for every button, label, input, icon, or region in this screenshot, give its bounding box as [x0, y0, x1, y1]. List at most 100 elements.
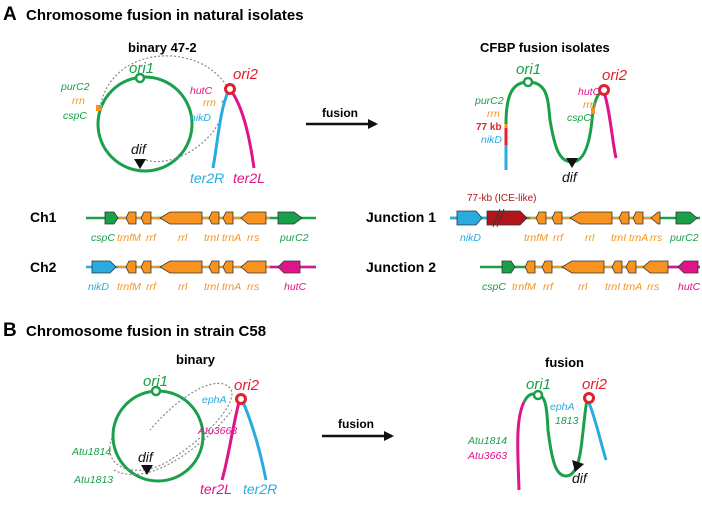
trnA-gene [632, 211, 644, 225]
gene-label-trnfM: trnfM [524, 232, 548, 244]
dotted-recombination-line [145, 99, 224, 163]
gene-label-rrl: rrl [178, 281, 188, 293]
gene-label-purC2: purC2 [669, 232, 699, 244]
gene-label-trnI: trnI [611, 232, 626, 244]
panel-a-letter: A [3, 4, 17, 25]
atu3663-arm [516, 401, 526, 491]
ch1-gene-row: cspC trnfM rrf rrl trnI trnA rrs purC2 [86, 211, 316, 244]
trnA-gene [222, 211, 234, 225]
atu3663-label: Atu3663 [197, 425, 237, 437]
rrn-label-cfbp: rrn [487, 108, 500, 120]
cspC-gene [104, 211, 119, 225]
gene-label-rrs: rrs [650, 232, 663, 244]
rrl-gene [159, 211, 203, 225]
gene-label-rrs: rrs [247, 281, 260, 293]
gene-label-trnfM: trnfM [117, 232, 141, 244]
gene-label-rrl: rrl [585, 232, 595, 244]
binary-c58-diagram: ori1 ori2 ephA Atu3663 Atu1814 Atu1813 d… [71, 373, 277, 497]
ephA-arm [586, 399, 608, 461]
ter2R-label: ter2R [190, 170, 224, 186]
rrn-marker-cfbp [591, 108, 595, 114]
cspC-gene [501, 260, 516, 274]
hutC-gene [677, 260, 699, 274]
trnI-gene [618, 211, 630, 225]
gene-label-trnI: trnI [605, 281, 620, 293]
gene-label-nikD: nikD [88, 281, 109, 293]
trnI-gene [208, 211, 220, 225]
ori2-marker-cfbp [598, 84, 610, 96]
ori1-label-c58: ori1 [143, 373, 168, 390]
hutC-label: hutC [190, 85, 213, 97]
trnA-gene [625, 260, 637, 274]
ter2R-arm [211, 91, 230, 169]
ch2-gene-row: nikD trnfM rrf rrl trnI trnA rrs hutC [86, 260, 316, 293]
dotted-recombination-line [113, 409, 233, 476]
hutC-arm [602, 91, 618, 159]
ephA-label: ephA [202, 394, 227, 406]
nikD-label-cfbp: nikD [481, 134, 502, 146]
ice-label: 77-kb (ICE-like) [467, 193, 536, 204]
rrn-label-cfbp-2: rrn [583, 99, 596, 111]
ori2-label: ori2 [233, 66, 259, 83]
ori1-label: ori1 [129, 60, 154, 77]
gene-label-trnA: trnA [222, 281, 241, 293]
rrl-gene [159, 260, 203, 274]
cspC-label-cfbp: cspC [567, 112, 591, 124]
ori2-marker [224, 83, 236, 95]
ori1-marker-fusion-c58 [532, 389, 544, 401]
dif-label-cfbp: dif [562, 169, 579, 185]
purC2-gene [277, 211, 303, 225]
dif-marker-fusion-c58 [572, 460, 584, 472]
trnfM-gene [125, 260, 137, 274]
atu1814-label: Atu1814 [71, 446, 111, 458]
fusion-c58-title: fusion [545, 355, 584, 370]
panel-a-title: Chromosome fusion in natural isolates [26, 7, 304, 24]
break-mark [492, 208, 501, 228]
1813-label: 1813 [555, 415, 579, 427]
purC2-gene [675, 211, 698, 225]
gene-label-hutC: hutC [284, 281, 307, 293]
junction-1-label: Junction 1 [366, 209, 436, 225]
hutC-gene [277, 260, 301, 274]
trnfM-gene [125, 211, 137, 225]
dif-label-c58: dif [138, 449, 155, 465]
rrf-gene [541, 260, 553, 274]
nikD-label: nikD [190, 112, 211, 124]
junction-2-gene-row: cspC trnfM rrf rrl trnI trnA rrs hutC [480, 260, 701, 293]
dif-label: dif [131, 141, 148, 157]
rrs-gene [240, 211, 267, 225]
ter2R-label-c58: ter2R [243, 481, 277, 497]
gene-label-rrl: rrl [578, 281, 588, 293]
trnfM-gene [524, 260, 536, 274]
gene-label-rrf: rrf [146, 281, 157, 293]
chromosome-1-circle-c58 [111, 389, 205, 483]
ephA-label-fusion: ephA [550, 401, 575, 413]
rrf-gene [140, 211, 152, 225]
junction-1-gene-row: nikD trnfM rrf rrl trnI trnA rrs purC2 [450, 208, 700, 244]
panel-b-letter: B [3, 320, 17, 341]
gene-label-trnA: trnA [222, 232, 241, 244]
atu3663-label-fusion: Atu3663 [467, 450, 507, 462]
ori2-marker-fusion-c58 [583, 392, 595, 404]
atu1813-label: Atu1813 [73, 474, 113, 486]
gene-label-rrs: rrs [247, 232, 260, 244]
gene-label-rrs: rrs [647, 281, 660, 293]
trnfM-gene [535, 211, 547, 225]
gene-label-rrf: rrf [543, 281, 554, 293]
binary-47-2-title: binary 47-2 [128, 40, 197, 55]
rrl-gene [561, 260, 605, 274]
fusion-arrow-b-label: fusion [338, 417, 374, 431]
cfbp-fusion-diagram: ori1 ori2 purC2 rrn 77 kb nikD hutC rrn … [474, 61, 628, 185]
rrf-gene [140, 260, 152, 274]
junction-2-label: Junction 2 [366, 259, 436, 275]
rrs-gene [240, 260, 267, 274]
gene-label-rrf: rrf [553, 232, 564, 244]
ori1-marker-cfbp [522, 76, 534, 88]
fusion-c58-diagram: ori1 ori2 ephA 1813 Atu1814 Atu3663 dif [467, 376, 608, 491]
rrl-gene [569, 211, 613, 225]
rrs-gene [650, 211, 661, 225]
gene-label-purC2: purC2 [279, 232, 309, 244]
ori1-marker-c58 [150, 385, 162, 397]
trnA-gene [222, 260, 234, 274]
gene-label-cspC: cspC [91, 232, 115, 244]
